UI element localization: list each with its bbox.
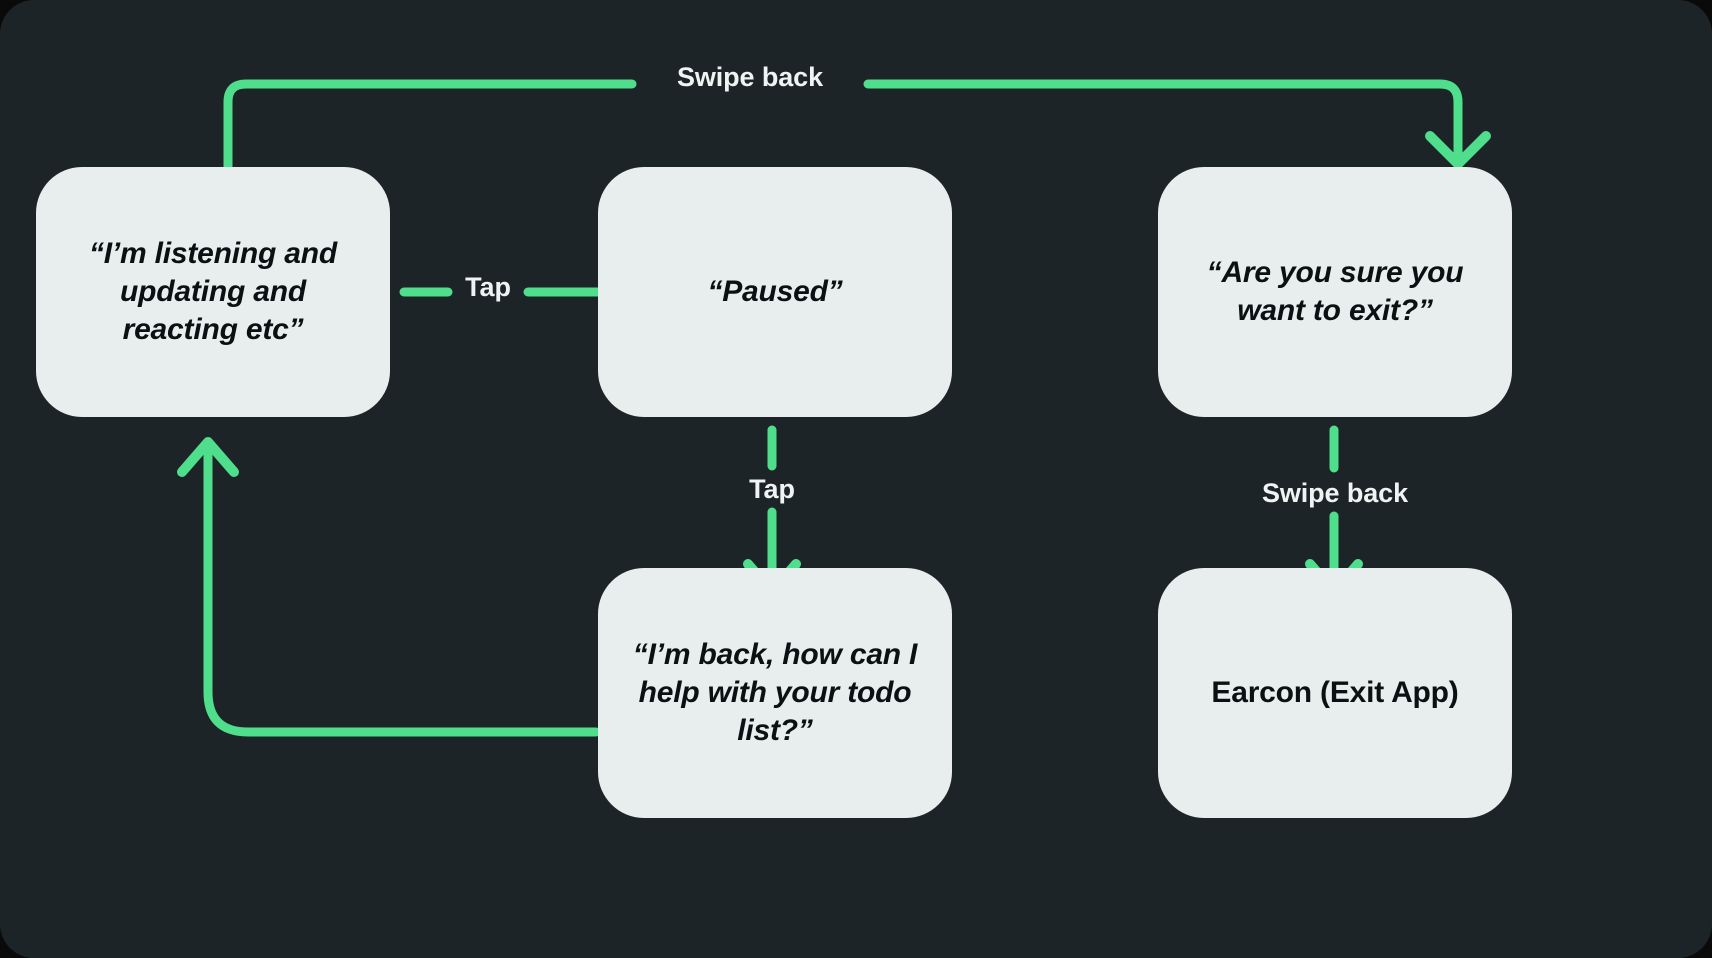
node-back-label: “I’m back, how can I help with your todo… bbox=[632, 637, 918, 748]
edge-label-tap-horizontal: Tap bbox=[465, 272, 511, 302]
edge-label-swipe-back-right: Swipe back bbox=[1261, 478, 1409, 508]
node-confirm[interactable]: “Are you sure you want to exit?” bbox=[1158, 167, 1512, 417]
edge-label-tap-vertical: Tap bbox=[749, 474, 795, 504]
node-confirm-label: “Are you sure you want to exit?” bbox=[1206, 255, 1464, 327]
node-paused[interactable]: “Paused” bbox=[598, 167, 952, 417]
edge-back-to-listening bbox=[177, 437, 601, 737]
edge-label-swipe-back-top: Swipe back bbox=[676, 62, 824, 92]
node-listening[interactable]: “I’m listening and updating and reacting… bbox=[36, 167, 390, 417]
edge-listening-to-confirm bbox=[223, 79, 1491, 175]
node-earcon-label: Earcon (Exit App) bbox=[1211, 675, 1459, 709]
node-listening-label: “I’m listening and updating and reacting… bbox=[88, 236, 338, 347]
node-back[interactable]: “I’m back, how can I help with your todo… bbox=[598, 568, 952, 818]
node-paused-label: “Paused” bbox=[707, 274, 843, 308]
node-earcon[interactable]: Earcon (Exit App) bbox=[1158, 568, 1512, 818]
